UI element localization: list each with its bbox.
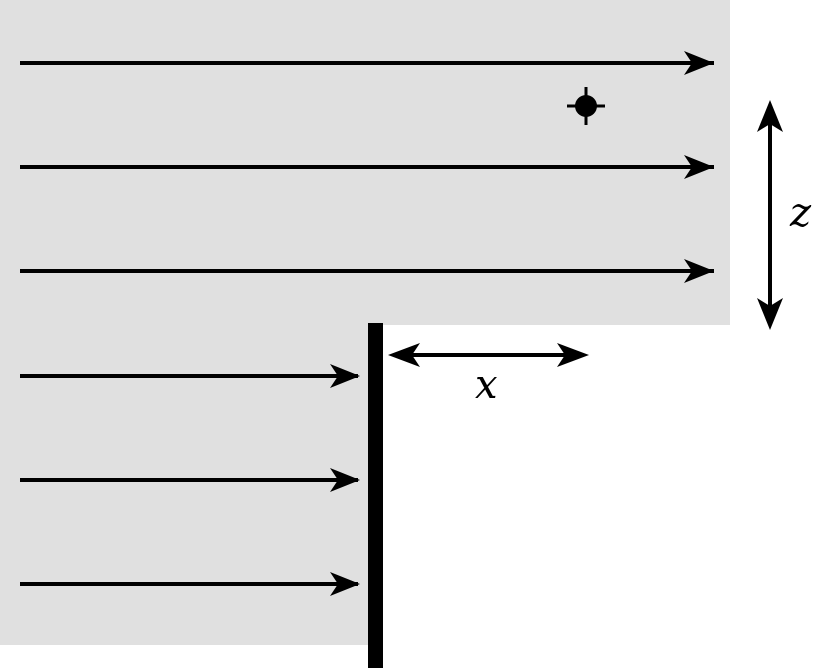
wall [368,323,383,668]
lower-flow-arrows [20,374,358,586]
arrowhead-upper-2 [684,155,714,179]
upper-flow-arrows [20,61,714,273]
shaded-region-lower [0,325,372,645]
arrowhead-lower-2 [330,468,360,492]
z-dimension-arrow [757,100,783,330]
x-dimension-arrow [388,343,589,367]
arrowhead-upper-3 [684,259,714,283]
x-dimension-label: x [475,362,498,408]
arrowhead-upper-1 [684,51,714,75]
lower-arrowheads [330,364,360,596]
arrowhead-lower-1 [330,364,360,388]
z-dimension-label: z [789,190,812,236]
crosshair-target-icon [567,87,605,125]
shaded-region-upper [0,0,730,325]
arrowhead-lower-3 [330,572,360,596]
upper-arrowheads [684,51,714,283]
